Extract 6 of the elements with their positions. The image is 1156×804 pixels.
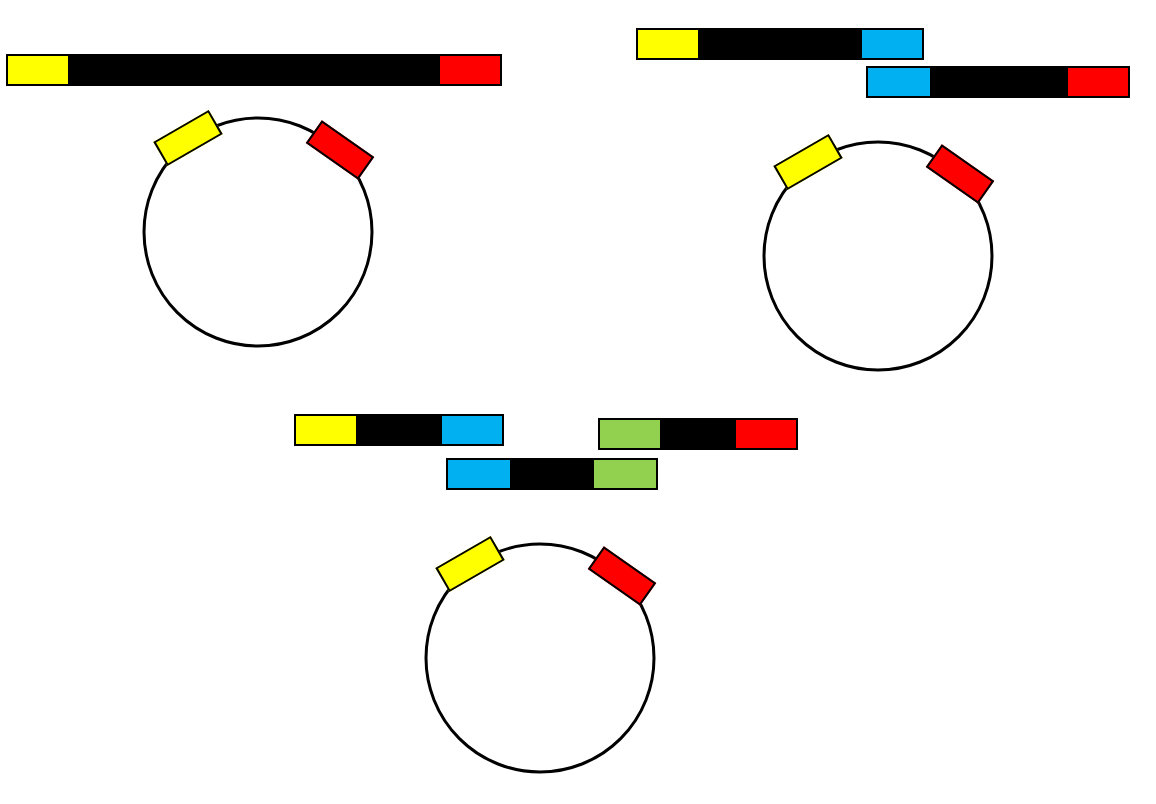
dna-fragment (598, 418, 798, 450)
dna-fragment (446, 458, 658, 490)
dna-fragment (6, 54, 502, 86)
dna-fragment (866, 66, 1130, 98)
dna-fragment (636, 28, 924, 60)
dna-fragment (294, 414, 504, 446)
